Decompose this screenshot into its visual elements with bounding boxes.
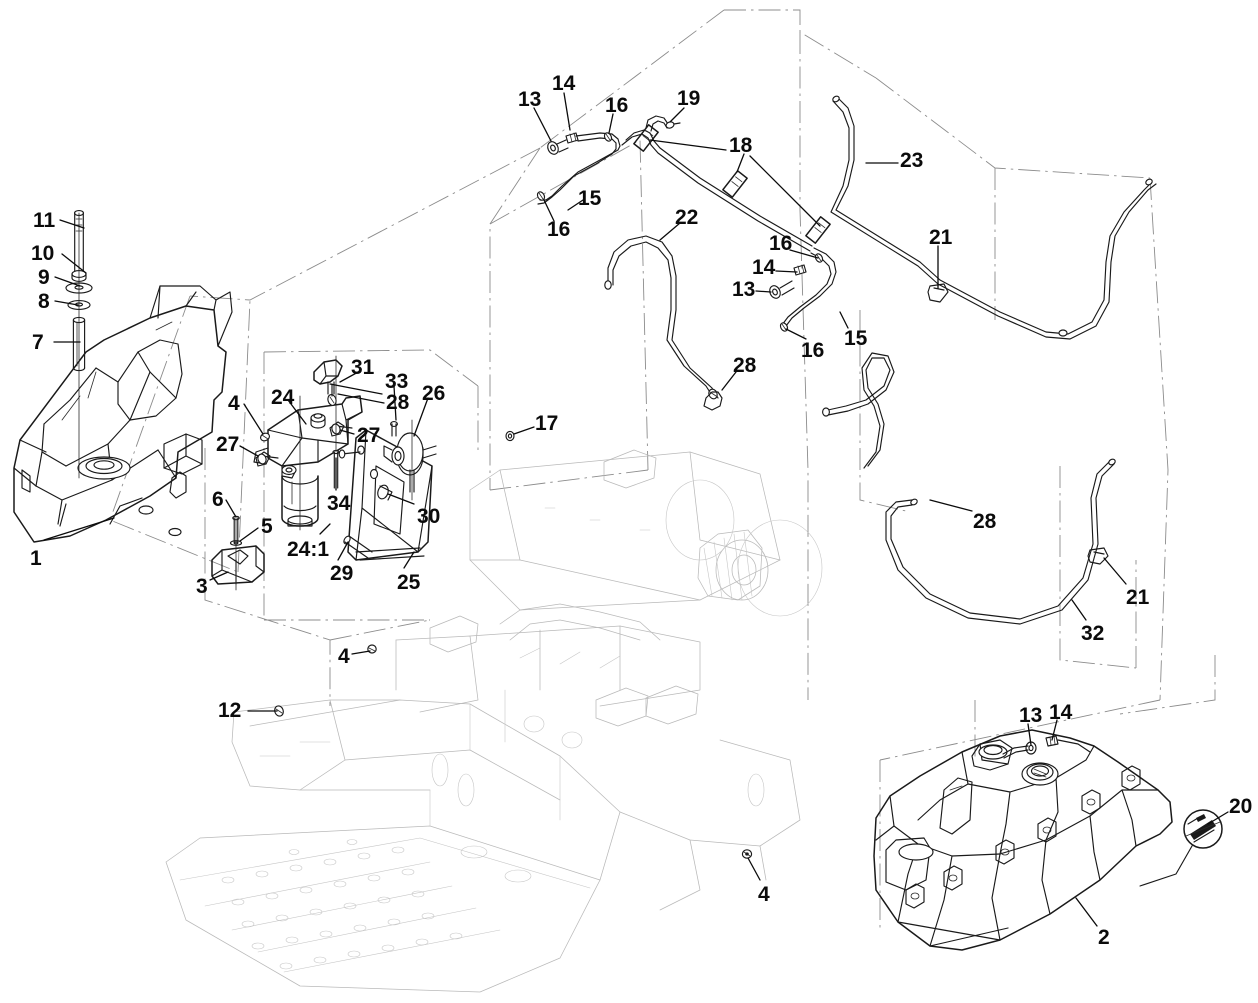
callout-23: 23 (900, 149, 924, 172)
callout-24-1: 24:1 (287, 538, 330, 561)
part-decal-20 (1139, 809, 1223, 887)
callout-20: 20 (1229, 795, 1253, 818)
callout-27-b: 27 (357, 424, 381, 447)
part-bolt-4-filter (259, 432, 271, 442)
callout-9: 9 (38, 266, 50, 289)
phantom-boundaries (109, 9, 1216, 930)
callout-4-a: 4 (228, 392, 240, 415)
ghost-machine-reference (165, 449, 823, 993)
callout-14-a: 14 (552, 72, 576, 95)
callout-28-c: 28 (973, 510, 997, 533)
callout-33: 33 (385, 370, 409, 393)
callout-13-b: 13 (732, 278, 756, 301)
callout-15-a: 15 (578, 187, 602, 210)
fuel-line-top-run (535, 95, 1157, 469)
callout-13-a: 13 (518, 88, 542, 111)
part-rail-clamp-18-a (633, 124, 659, 152)
callout-10: 10 (31, 242, 55, 265)
part-clamp-14-right (793, 264, 807, 276)
callout-8: 8 (38, 290, 50, 313)
part-rail-clamp-18-b (722, 170, 748, 198)
part-cable-tie-21-bottom (1087, 547, 1109, 565)
part-fitting-13-tank2 (1025, 741, 1037, 755)
callout-leaders (43, 92, 1229, 927)
callout-11: 11 (33, 209, 56, 232)
callout-14-b: 14 (752, 256, 776, 279)
part-cable-tie-21-top (927, 283, 949, 303)
callout-4-c: 4 (758, 883, 770, 906)
part-long-bolt (73, 210, 85, 273)
part-clamp-14-left (565, 132, 579, 144)
callout-13-c: 13 (1019, 704, 1043, 727)
callout-3: 3 (196, 575, 208, 598)
part-mount-block-assembly (211, 515, 265, 591)
callout-28-b: 28 (733, 354, 757, 377)
callout-30: 30 (417, 505, 441, 528)
part-rail-clamp-18-c (805, 216, 831, 244)
callout-34: 34 (327, 492, 351, 515)
callout-6: 6 (212, 488, 224, 511)
callout-19: 19 (677, 87, 701, 110)
callout-28-a: 28 (386, 391, 410, 414)
part-fitting-13-left (547, 139, 569, 155)
callout-26: 26 (422, 382, 446, 405)
hardware-stack-left-tank (65, 210, 93, 479)
part-bolt-27-left (255, 451, 279, 467)
part-fitting-13-right (769, 280, 795, 299)
callout-7: 7 (32, 331, 44, 354)
part-fitting-19 (665, 121, 681, 129)
callout-4-b: 4 (338, 645, 350, 668)
part-clamp-16-c (813, 252, 825, 264)
fuel-hose-32-assembly (885, 458, 1116, 625)
callout-21-a: 21 (929, 226, 953, 249)
part-fuel-tank-left (13, 285, 233, 543)
callout-21-b: 21 (1126, 586, 1150, 609)
callout-16-c: 16 (769, 232, 793, 255)
part-filter-bracket-assembly (338, 419, 437, 561)
callout-31: 31 (351, 356, 375, 379)
callout-29: 29 (330, 562, 354, 585)
callout-2: 2 (1098, 926, 1110, 949)
part-fuel-tank-right (873, 729, 1173, 951)
part-sensor-connector-31 (313, 359, 343, 395)
callout-18: 18 (729, 134, 753, 157)
callout-1: 1 (30, 547, 42, 570)
callout-12: 12 (218, 699, 242, 722)
part-bushing-30 (377, 484, 393, 501)
callout-5: 5 (261, 515, 273, 538)
part-fuel-filter-assembly (253, 355, 363, 531)
callout-14-c: 14 (1049, 701, 1073, 724)
part-screw-6 (232, 515, 240, 544)
callout-16-d: 16 (801, 339, 825, 362)
part-grommet-17 (505, 430, 515, 442)
callout-25: 25 (397, 571, 421, 594)
callout-16-b: 16 (547, 218, 571, 241)
callout-16-a: 16 (605, 94, 629, 117)
callout-32: 32 (1081, 622, 1105, 645)
part-screw-33 (390, 421, 398, 437)
part-nut-4-low (741, 849, 753, 859)
callout-22: 22 (675, 206, 699, 229)
callout-27-a: 27 (216, 433, 240, 456)
part-bolt-12 (274, 705, 284, 717)
callout-24: 24 (271, 386, 295, 409)
callout-17: 17 (535, 412, 559, 435)
part-fuel-pump-26 (383, 432, 437, 493)
callout-15-b: 15 (844, 327, 868, 350)
